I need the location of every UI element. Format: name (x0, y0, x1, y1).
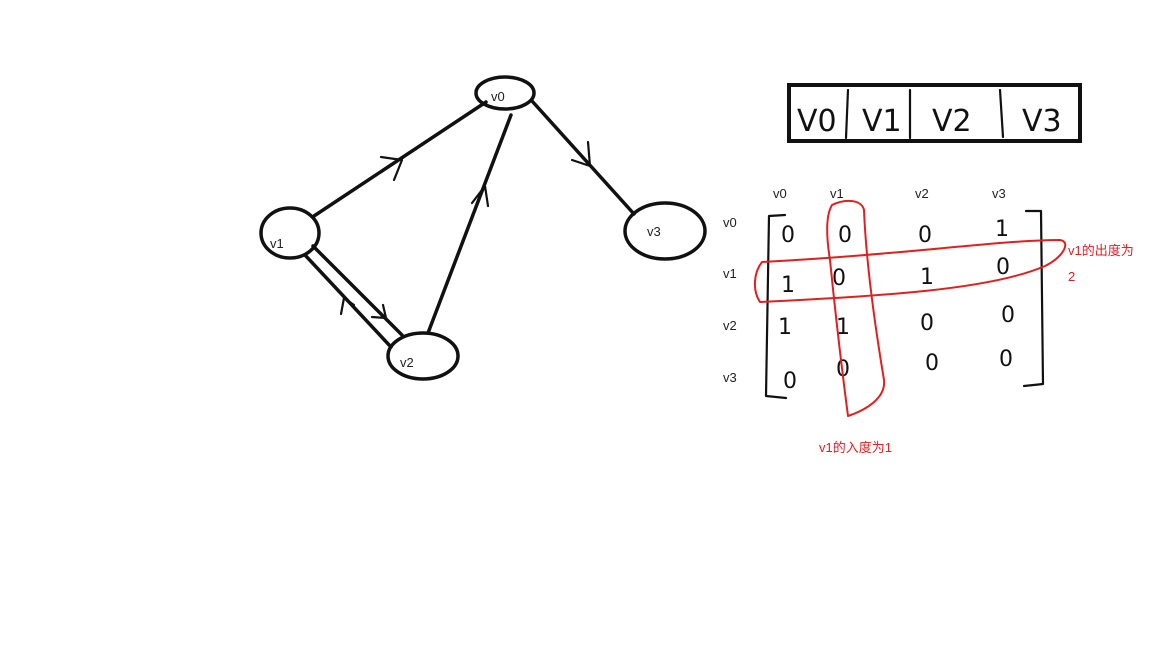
matrix-col-header-v3: v3 (992, 186, 1006, 201)
matrix-cell: 1 (778, 315, 792, 340)
matrix-col-headers: v0 v1 v2 v3 (773, 186, 1006, 201)
vertex-array-frame (787, 83, 1082, 143)
outdegree-row-highlight (754, 239, 1067, 303)
matrix-col-header-v1: v1 (830, 186, 844, 201)
edge-v1-v2 (311, 244, 404, 337)
matrix-cell: 0 (832, 266, 846, 291)
matrix-cell: 0 (1001, 303, 1015, 328)
matrix-cell: 1 (781, 273, 795, 298)
graph-node-v1: v1 (259, 206, 321, 260)
vertex-array-cell-0: V0 (797, 104, 837, 139)
matrix-cell: 0 (783, 369, 797, 394)
arrowhead-v2-v1 (339, 296, 356, 316)
arrowhead-v1-v0 (379, 155, 404, 182)
graph-node-v0: v0 (474, 75, 536, 111)
node-label-v1: v1 (270, 236, 284, 251)
node-label-v3: v3 (647, 224, 661, 239)
outdegree-note-value: 2 (1068, 269, 1075, 284)
matrix-row-header-v3: v3 (723, 370, 737, 385)
outdegree-note: v1的出度为 (1068, 243, 1134, 258)
vertex-array-cell-2: V2 (932, 104, 972, 139)
matrix-col-header-v2: v2 (915, 186, 929, 201)
matrix-cell: 0 (838, 223, 852, 248)
matrix-cell: 1 (995, 217, 1009, 242)
matrix-left-bracket (764, 213, 788, 400)
indegree-column-highlight (826, 199, 886, 417)
vertex-array-cell-1: V1 (862, 104, 902, 139)
matrix-cell: 1 (920, 265, 934, 290)
matrix-cell: 0 (996, 255, 1010, 280)
edge-v2-v0 (426, 113, 513, 335)
matrix-cell: 0 (918, 223, 932, 248)
matrix-row-header-v0: v0 (723, 215, 737, 230)
vertex-array: V0 V1 V2 V3 (787, 83, 1082, 143)
node-label-v2: v2 (400, 355, 414, 370)
matrix-right-bracket (1022, 209, 1045, 388)
matrix-row-header-v2: v2 (723, 318, 737, 333)
matrix-cell: 0 (781, 223, 795, 248)
matrix-cells: 0 0 0 1 1 0 1 0 1 1 0 0 0 0 0 0 (778, 217, 1015, 394)
matrix-col-header-v0: v0 (773, 186, 787, 201)
node-label-v0: v0 (491, 89, 505, 104)
matrix-cell: 1 (836, 315, 850, 340)
arrowhead-v1-v2 (370, 303, 388, 320)
arrowhead-v0-v3 (570, 140, 592, 168)
matrix-cell: 0 (925, 351, 939, 376)
vertex-array-cell-3: V3 (1022, 104, 1062, 139)
graph-node-v2: v2 (386, 331, 460, 381)
edge-v0-v3 (530, 99, 636, 216)
matrix-row-headers: v0 v1 v2 v3 (723, 215, 737, 385)
graph-edges (303, 99, 636, 349)
matrix-row-header-v1: v1 (723, 266, 737, 281)
graph-node-v3: v3 (623, 201, 707, 261)
indegree-note: v1的入度为1 (819, 440, 892, 455)
matrix-cell: 0 (920, 311, 934, 336)
matrix-cell: 0 (999, 347, 1013, 372)
arrowhead-v2-v0 (470, 184, 490, 208)
